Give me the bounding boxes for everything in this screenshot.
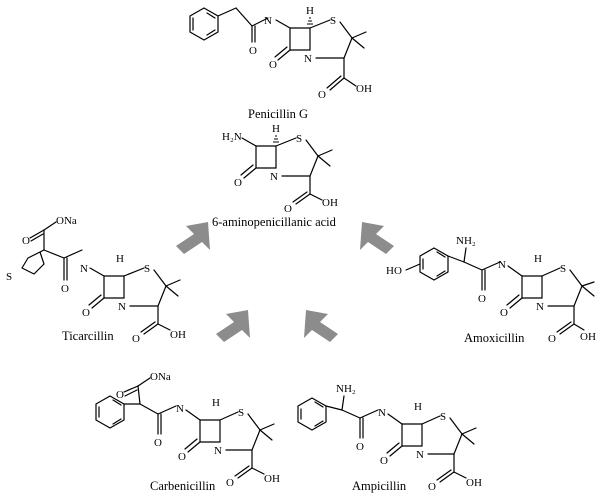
amide-n-label: N <box>264 15 272 27</box>
arrow-to-carbenicillin <box>216 310 250 342</box>
amide-n-label: N <box>498 259 506 271</box>
lactam-o-label: O <box>234 177 242 189</box>
thia-s-label: S <box>296 133 302 145</box>
lactam-n-label: N <box>536 301 544 313</box>
lactam-n-label: N <box>270 171 278 183</box>
amide-n-label: N <box>176 403 184 415</box>
acid-o-label: O <box>548 333 556 345</box>
phenol-ring <box>419 247 449 281</box>
lactam-n-label: N <box>214 445 222 457</box>
amide-o-label: O <box>61 283 69 295</box>
acid-oh-label: OH <box>356 83 372 95</box>
arrow-to-amoxicillin <box>360 222 394 254</box>
lactam-n-label: N <box>304 53 312 65</box>
benzene-ring <box>95 395 125 429</box>
acid-o-label: O <box>226 477 234 489</box>
acid-oh-label: OH <box>264 473 280 485</box>
molecule-ticarcillin: ONa O S O N O N H S O <box>6 215 186 345</box>
hydroxyl-label: HO <box>386 265 402 277</box>
molecule-penicillin-g: N O O N H S O OH Penicillin G <box>189 5 372 121</box>
lactam-o-label: O <box>269 59 277 71</box>
thiophene-ring <box>21 251 45 275</box>
lactam-o-label: O <box>82 307 90 319</box>
acid-o-label: O <box>428 481 436 493</box>
acid-oh-label: OH <box>466 477 482 489</box>
lactam-o-label: O <box>178 451 186 463</box>
name-penicillin-g: Penicillin G <box>248 107 308 121</box>
lactam-n-label: N <box>118 301 126 313</box>
arrow-to-ampicillin <box>304 310 338 342</box>
thia-s-label: S <box>440 411 446 423</box>
stereo-h-label: H <box>414 401 422 413</box>
benzene-ring <box>297 397 327 431</box>
carboxylate-o-label: O <box>116 389 124 401</box>
amine-label: NH₂ <box>336 383 356 395</box>
acid-o-label: O <box>132 333 140 345</box>
acid-oh-label: OH <box>580 331 596 343</box>
name-ampicillin: Ampicillin <box>352 479 407 493</box>
acid-oh-label: OH <box>322 197 338 209</box>
stereo-h-label: H <box>116 253 124 265</box>
amine-label: NH₂ <box>456 235 476 247</box>
benzene-ring <box>189 7 219 41</box>
ona-label: ONa <box>150 371 171 383</box>
thia-s-label: S <box>330 15 336 27</box>
lactam-o-label: O <box>380 455 388 467</box>
thiophene-s-label: S <box>6 271 12 283</box>
acid-o-label: O <box>318 89 326 101</box>
carboxylate-o-label: O <box>22 235 30 247</box>
molecule-ampicillin: NH₂ O N O N H S O OH Ampicill <box>297 383 482 493</box>
lactam-o-label: O <box>500 307 508 319</box>
ona-label: ONa <box>56 215 77 227</box>
stereo-h-label: H <box>534 253 542 265</box>
thia-s-label: S <box>238 407 244 419</box>
stereo-h-label: H <box>212 397 220 409</box>
molecule-6-apa: H₂N O N H S O OH 6-aminopenicillanic aci… <box>212 123 338 229</box>
stereo-h-label: H <box>306 5 314 17</box>
stereo-h-label: H <box>272 123 280 135</box>
acid-oh-label: OH <box>170 329 186 341</box>
thia-s-label: S <box>560 263 566 275</box>
arrow-to-ticarcillin <box>176 222 210 254</box>
name-amoxicillin: Amoxicillin <box>464 331 525 345</box>
molecule-carbenicillin: ONa O O N O N H S O <box>95 371 280 493</box>
amide-o-label: O <box>249 45 257 57</box>
amine-label: H₂N <box>222 131 242 143</box>
name-6-apa: 6-aminopenicillanic acid <box>212 215 337 229</box>
name-ticarcillin: Ticarcillin <box>62 329 114 343</box>
amide-o-label: O <box>356 441 364 453</box>
acid-o-label: O <box>284 203 292 215</box>
lactam-n-label: N <box>416 449 424 461</box>
name-carbenicillin: Carbenicillin <box>150 479 216 493</box>
amide-o-label: O <box>478 293 486 305</box>
thia-s-label: S <box>144 263 150 275</box>
amide-o-label: O <box>154 437 162 449</box>
amide-n-label: N <box>378 407 386 419</box>
molecule-amoxicillin: HO NH₂ O N O N H S O OH <box>386 235 596 345</box>
amide-n-label: N <box>80 263 88 275</box>
